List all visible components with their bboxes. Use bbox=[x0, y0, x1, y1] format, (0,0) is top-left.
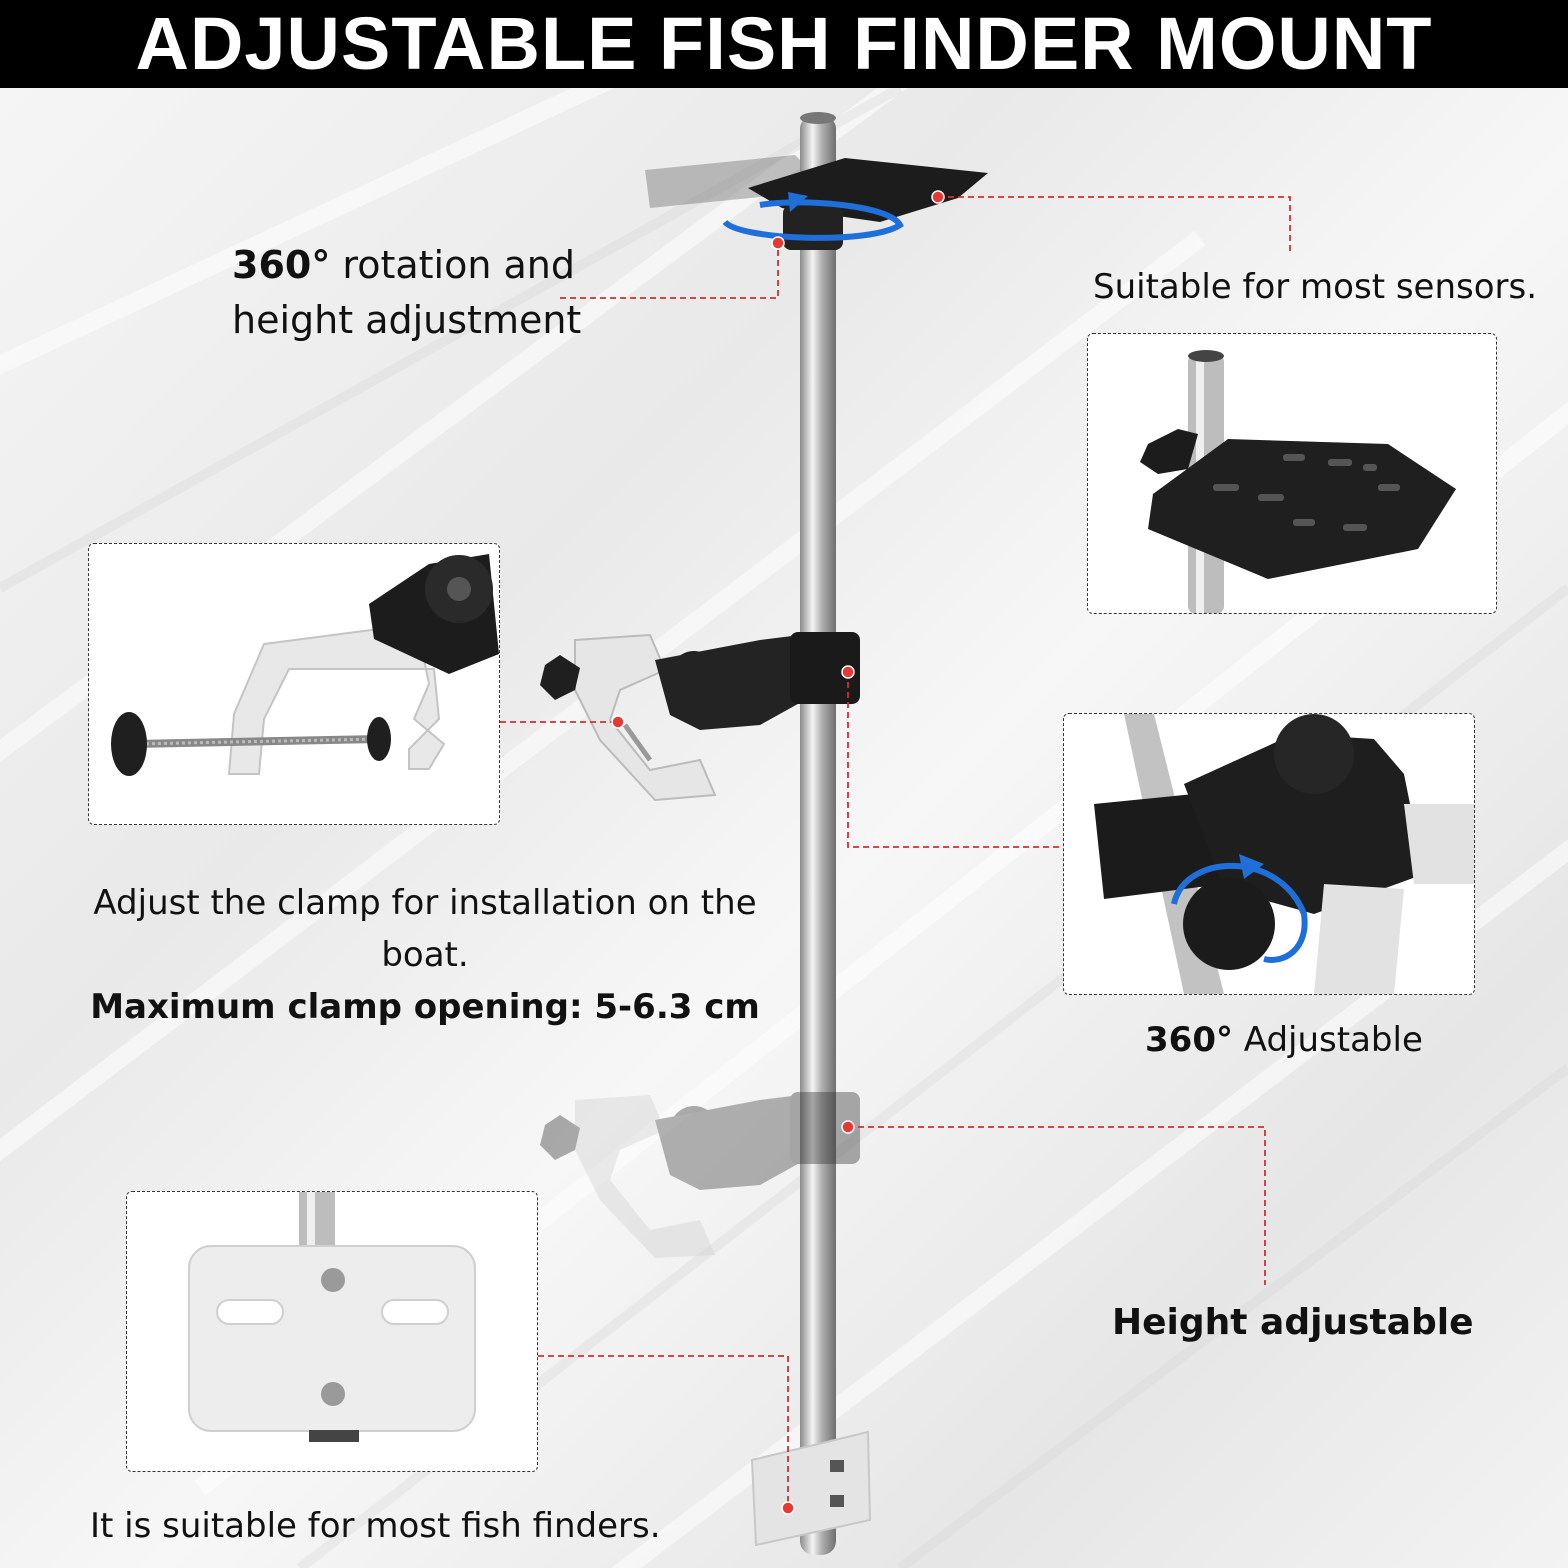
marker-dot-icon bbox=[611, 715, 625, 729]
marker-dots bbox=[611, 190, 945, 1515]
callout-clamp-line1: Adjust the clamp for installation on the… bbox=[93, 883, 757, 975]
marker-dot-icon bbox=[841, 1120, 855, 1134]
callout-adjustable-rest: Adjustable bbox=[1232, 1020, 1423, 1060]
callout-rotation-line2: height adjustment bbox=[232, 298, 582, 342]
main-pole bbox=[800, 115, 836, 1555]
title-bar: ADJUSTABLE FISH FINDER MOUNT bbox=[0, 0, 1568, 88]
callout-adjustable: 360° Adjustable bbox=[1145, 1018, 1423, 1062]
callout-clamp: Adjust the clamp for installation on the… bbox=[80, 877, 770, 1033]
marker-dot-icon bbox=[771, 236, 785, 250]
leader-height bbox=[848, 1126, 1266, 1285]
callout-clamp-line2: Maximum clamp opening: 5-6.3 cm bbox=[90, 987, 760, 1027]
ghost-lower-clamp bbox=[540, 1092, 860, 1258]
leader-finders bbox=[538, 1355, 789, 1508]
leader-sensors bbox=[938, 196, 1291, 255]
inset-clamp bbox=[88, 543, 500, 825]
leader-lines bbox=[500, 196, 1291, 1508]
callout-rotation: 360° rotation and height adjustment bbox=[232, 238, 581, 348]
marker-dot-icon bbox=[781, 1501, 795, 1515]
marker-dot-icon bbox=[841, 665, 855, 679]
callout-sensors: Suitable for most sensors. bbox=[1093, 267, 1538, 307]
sensor-plate-detail-image bbox=[1140, 350, 1456, 613]
page-title: ADJUSTABLE FISH FINDER MOUNT bbox=[135, 2, 1433, 85]
bracket-detail-image bbox=[188, 1192, 476, 1442]
callout-finders: It is suitable for most fish finders. bbox=[90, 1506, 661, 1546]
rotation-arrow-icon bbox=[722, 192, 904, 241]
inset-bracket bbox=[126, 1191, 538, 1472]
ghost-sensor-plate bbox=[645, 155, 830, 208]
bottom-bracket bbox=[750, 1430, 872, 1547]
pole-cap bbox=[800, 112, 836, 124]
leader-rotation bbox=[560, 245, 779, 299]
callout-adjustable-bold: 360° bbox=[1145, 1020, 1233, 1060]
inset-knob bbox=[1063, 713, 1475, 995]
leader-adjustable bbox=[847, 672, 1062, 848]
middle-clamp bbox=[540, 632, 860, 802]
callout-rotation-rest: rotation and bbox=[330, 243, 575, 287]
callout-height: Height adjustable bbox=[1112, 1302, 1474, 1343]
marker-dot-icon bbox=[931, 190, 945, 204]
clamp-detail-image bbox=[111, 554, 499, 776]
knob-detail-image bbox=[1094, 714, 1474, 994]
inset-sensor-plate bbox=[1087, 333, 1497, 614]
callout-rotation-bold: 360° bbox=[232, 243, 331, 287]
